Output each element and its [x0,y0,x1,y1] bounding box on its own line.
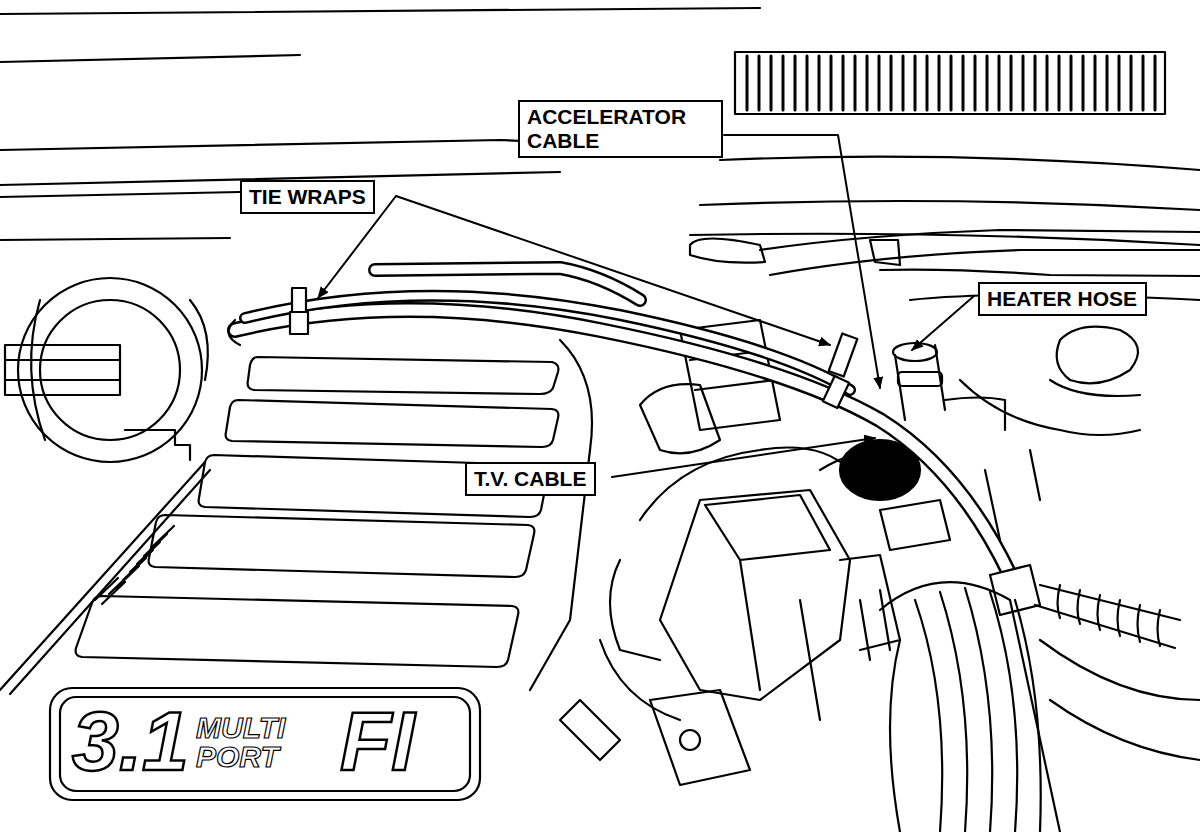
callout-box: ACCELERATOR CABLE [518,100,723,158]
callout-label: TIE WRAPS [249,185,366,209]
callout-label: HEATER HOSE [987,287,1138,311]
intake-plenum [50,340,592,800]
leader-lines [318,135,974,477]
emblem-text: FI [340,702,415,782]
callout-label: ACCELERATOR CABLE [527,105,714,153]
left-component [5,278,208,462]
emblem-text: MULTI PORT [196,714,316,771]
air-duct [880,582,1200,832]
cables [229,268,1010,575]
throttle-body [560,490,950,785]
callout-box: HEATER HOSE [978,282,1147,316]
heater-hose [893,343,1005,430]
emblem-text: 3.1 [72,702,189,782]
vent-grille [735,52,1165,114]
cowl-lines [0,8,1200,245]
callout-box: T.V. CABLE [465,462,596,496]
lower-left-cable [0,462,210,694]
callout-label: T.V. CABLE [474,467,587,491]
callout-box: TIE WRAPS [240,180,375,214]
